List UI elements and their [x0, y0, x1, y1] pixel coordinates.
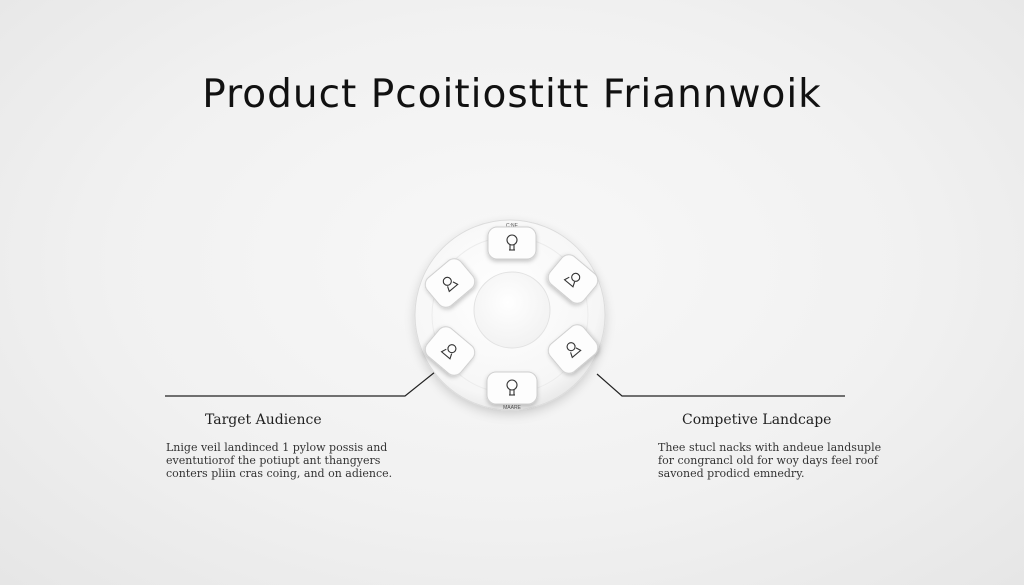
tile-bottom[interactable] [486, 371, 538, 405]
tile-top[interactable] [487, 226, 537, 260]
tile-left-upper[interactable] [422, 255, 479, 311]
competitive-landscape-line: for congrancl old for woy days feel roof [658, 454, 878, 467]
chess-piece-icon [563, 272, 581, 288]
tile-right-lower[interactable] [545, 321, 602, 377]
page-title: Product Pcoitiostitt Friannwoik [202, 72, 822, 117]
tile-left-lower[interactable] [422, 323, 479, 379]
hub-bottom-label: MAARE [503, 405, 521, 411]
left-connector-line [165, 371, 436, 397]
target-audience-line: Lnige veil landinced 1 pylow possis and [166, 441, 388, 454]
chess-piece-icon [566, 342, 582, 359]
lightbulb-icon [506, 234, 518, 251]
competitive-landscape-line: savoned prodicd emnedry. [658, 467, 805, 480]
target-audience-description: Lnige veil landinced 1 pylow possis and … [166, 441, 392, 480]
competitive-landscape-description: Thee stucl nacks with andeue landsuple f… [658, 441, 881, 480]
target-audience-heading: Target Audience [205, 412, 322, 428]
target-audience-line: eventutiorof the potiupt ant thangyers [166, 454, 381, 467]
right-connector-line [596, 373, 845, 397]
hub-top-label: C:NE [506, 223, 519, 229]
chess-piece-icon [442, 276, 459, 293]
lightbulb-icon [506, 379, 518, 396]
chess-piece-icon [440, 344, 457, 360]
target-audience-line: conters pliin cras coing, and on adience… [166, 467, 393, 480]
hub-center-circle [473, 271, 551, 349]
competitive-landscape-heading: Competive Landcape [682, 412, 832, 428]
competitive-landscape-line: Thee stucl nacks with andeue landsuple [658, 441, 882, 454]
tile-right-upper[interactable] [545, 251, 602, 307]
